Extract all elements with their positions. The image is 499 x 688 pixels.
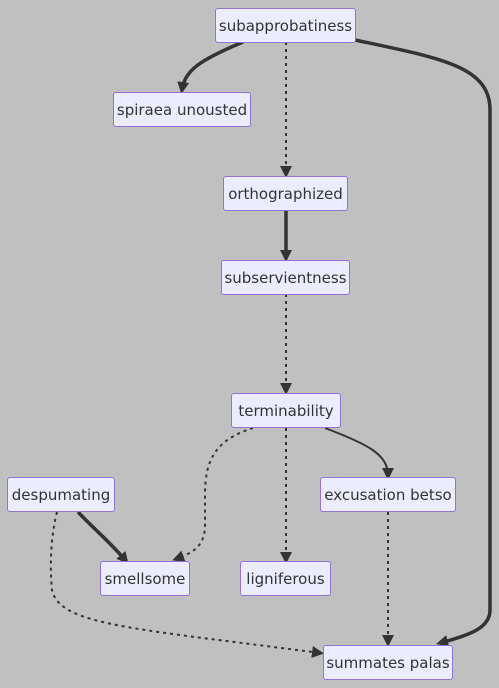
- edge-subapprobatiness-spiraea-unousted: [177, 40, 244, 94]
- node-summates-palas: summates palas: [323, 645, 453, 680]
- edge-subapprobatiness-summates-palas: [354, 38, 492, 647]
- edge-despumating-smellsome: [76, 510, 129, 565]
- node-subapprobatiness: subapprobatiness: [215, 8, 356, 43]
- node-orthographized: orthographized: [223, 176, 348, 211]
- node-excusation-betso: excusation betso: [320, 477, 456, 512]
- node-spiraea-unousted: spiraea unousted: [113, 92, 251, 127]
- edge-terminability-smellsome: [172, 427, 254, 562]
- edge-terminability-excusation-betso: [324, 427, 394, 480]
- edge-despumating-summates-palas: [49, 511, 324, 658]
- node-smellsome: smellsome: [100, 561, 190, 596]
- node-ligniferous: ligniferous: [240, 561, 331, 596]
- node-subservientness: subservientness: [221, 260, 350, 295]
- node-despumating: despumating: [7, 477, 115, 512]
- node-terminability: terminability: [231, 393, 341, 428]
